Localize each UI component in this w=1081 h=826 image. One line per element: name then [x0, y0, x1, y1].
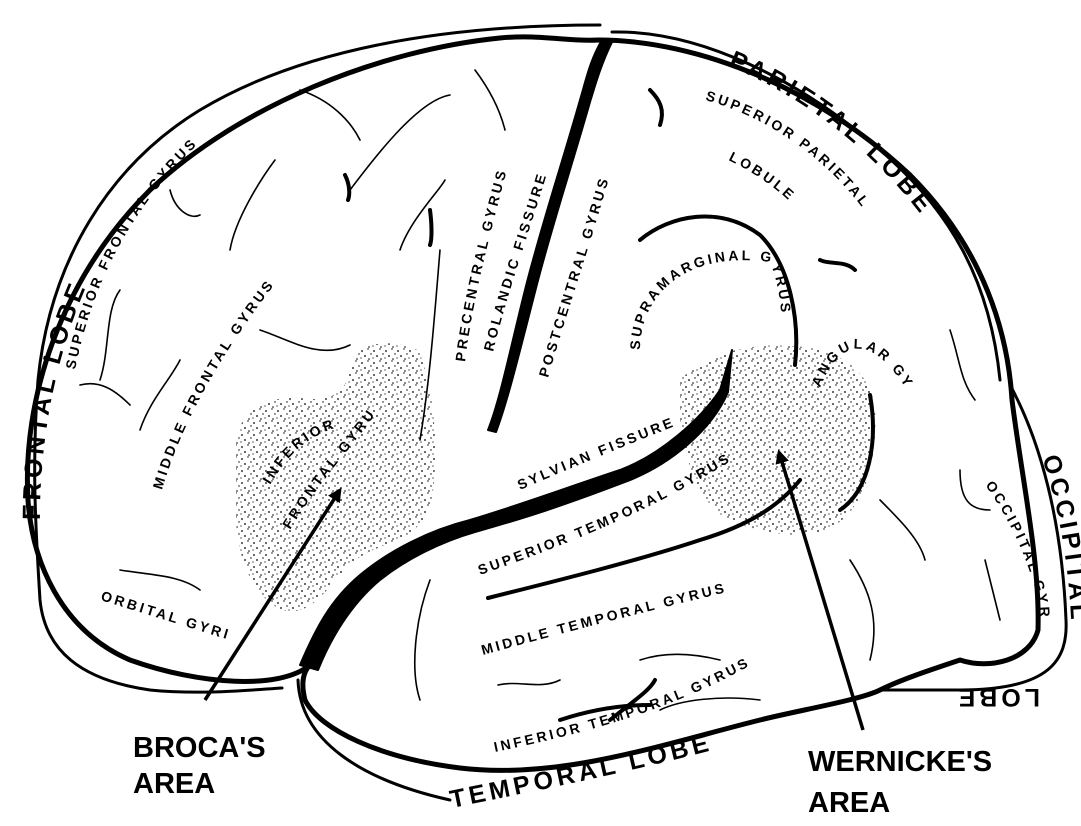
- wernicke-area-label: WERNICKE'S: [808, 746, 992, 778]
- parietal-lobe-label: PARIETAL LOBE: [726, 46, 941, 221]
- postcentral-gyrus-label: POSTCENTRAL GYRUS: [535, 174, 612, 379]
- orbital-gyri-label: ORBITAL GYRI: [99, 588, 233, 643]
- occipital-lobe-label-2: LOBE: [955, 683, 1040, 711]
- occipital-lobe-bracket: [880, 385, 1066, 690]
- broca-area-label: BROCA'S: [133, 732, 266, 764]
- superior-frontal-gyrus-label: SUPERIOR FRONTAL GYRUS: [62, 134, 200, 370]
- inferior-temporal-gyrus-label: INFERIOR TEMPORAL GYRUS: [492, 653, 753, 755]
- wernicke-area-label-2: AREA: [808, 787, 890, 819]
- broca-area-label-2: AREA: [133, 768, 215, 800]
- superior-parietal-lobule-label-2: LOBULE: [727, 148, 799, 204]
- precentral-gyrus-label: PRECENTRAL GYRUS: [452, 166, 510, 362]
- temporal-lobe-bracket: [298, 680, 450, 800]
- supramarginal-gyrus-label: SUPRAMARGINAL GYRUS: [627, 247, 794, 350]
